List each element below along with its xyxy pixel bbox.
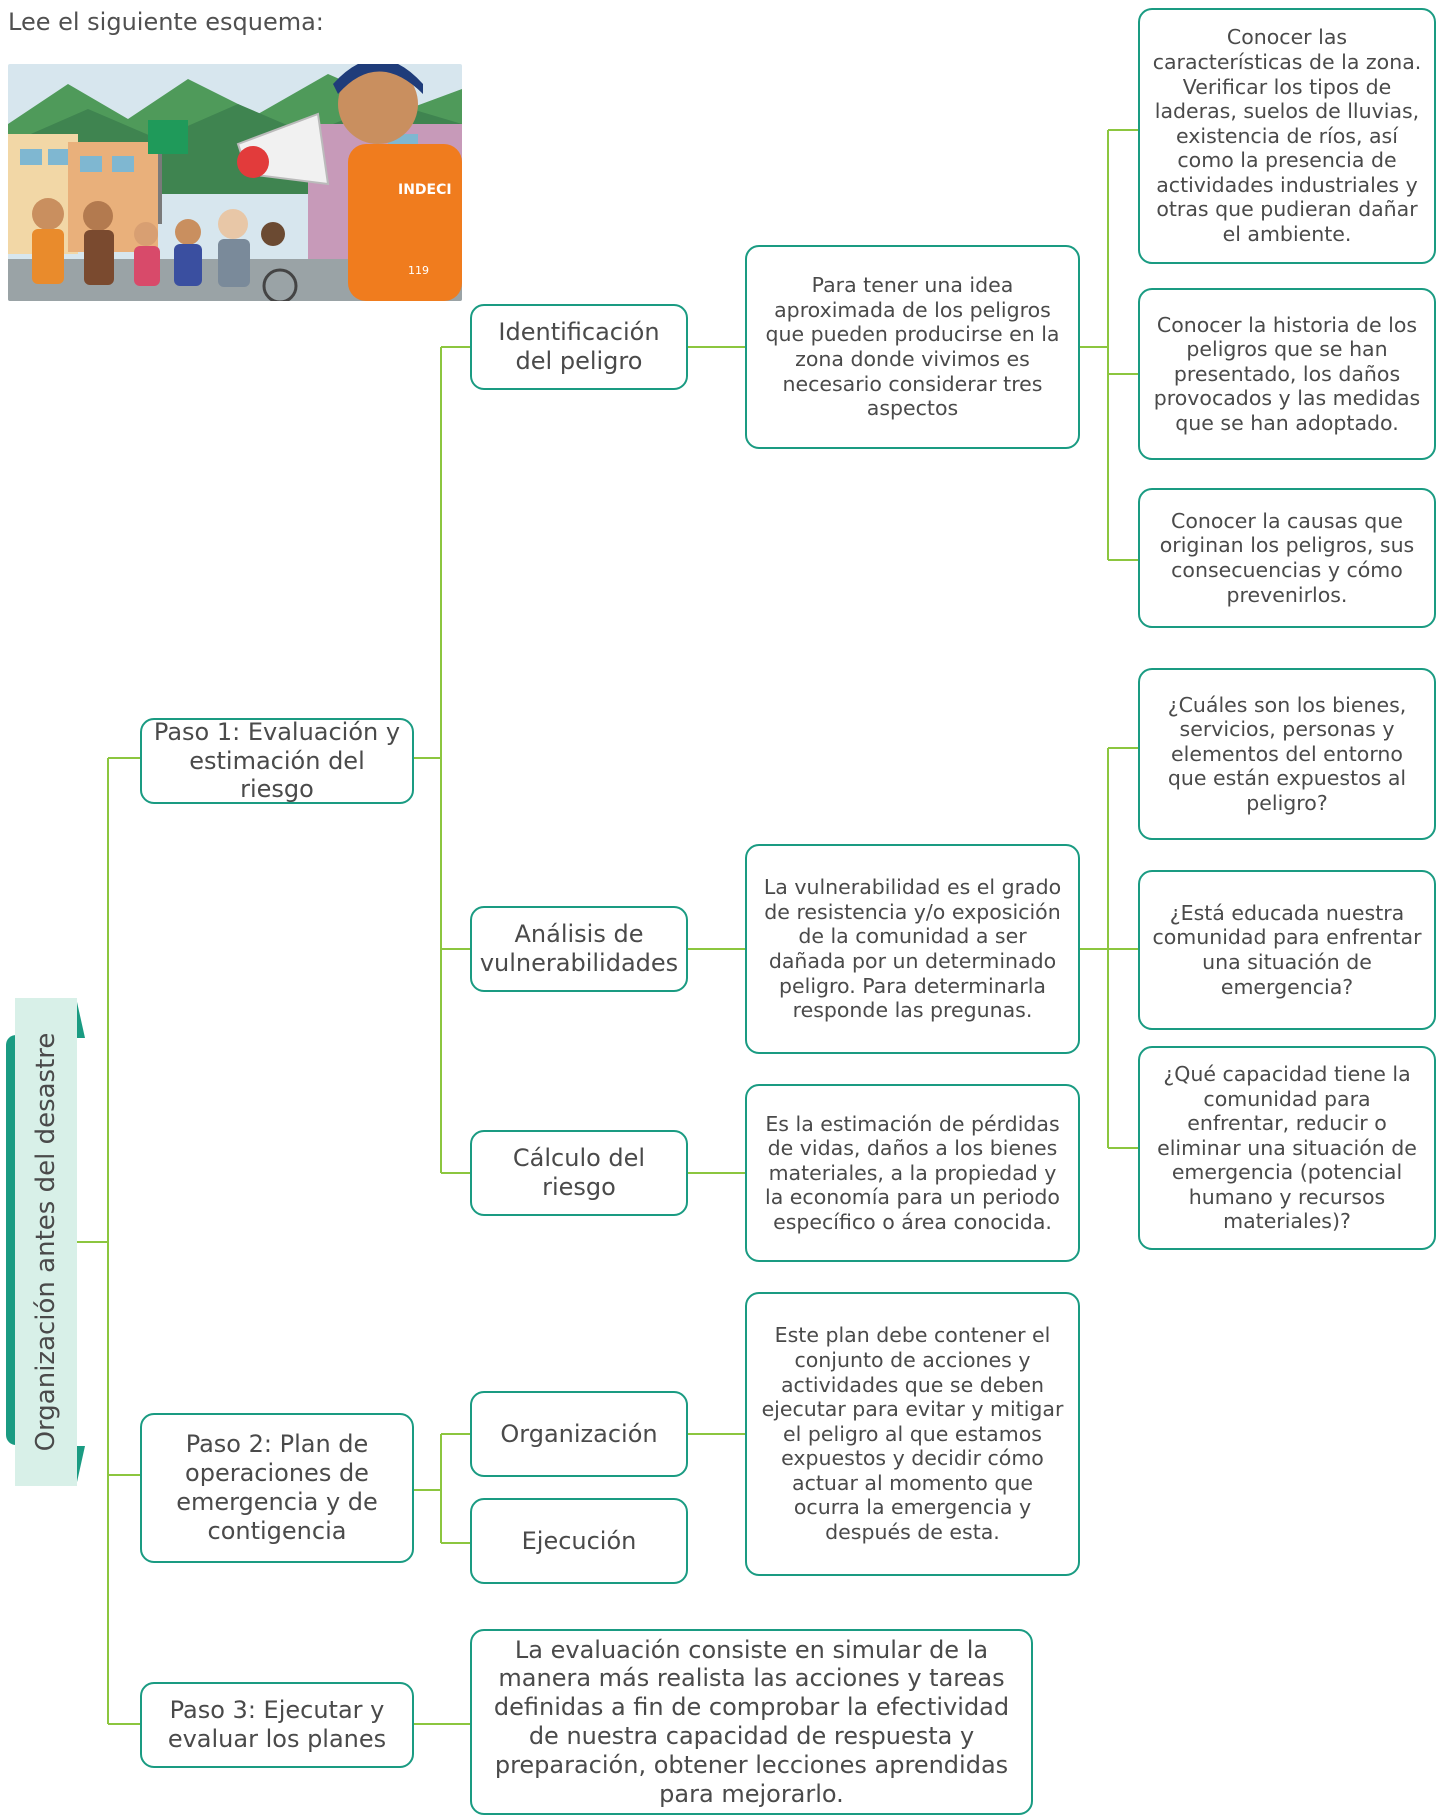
side-band-bottom-triangle [77,1446,85,1482]
root-label: Organización antes del desastre [31,1032,61,1452]
step-3-box: Paso 3: Ejecutar y evaluar los planes [140,1682,414,1768]
organizacion-box: Organización [470,1391,688,1477]
root-side-band [15,998,77,1486]
riesgo-description: Es la estimación de pérdidas de vidas, d… [745,1084,1080,1262]
question-comunidad-educada: ¿Está educada nuestra comunidad para enf… [1138,870,1436,1030]
svg-text:119: 119 [408,264,429,277]
analisis-vulnerabilidades-box: Análisis de vulnerabilidades [470,906,688,992]
identificacion-description: Para tener una idea aproximada de los pe… [745,245,1080,449]
side-band-top-triangle [77,1002,85,1038]
ejecucion-box: Ejecución [470,1498,688,1584]
question-capacidad-comunidad: ¿Qué capacidad tiene la comunidad para e… [1138,1046,1436,1250]
illustration-svg: INDECI 119 [8,64,462,301]
svg-text:INDECI: INDECI [398,182,452,198]
aspect-historia-peligros: Conocer la historia de los peligros que … [1138,288,1436,460]
identificacion-peligro-box: Identificación del peligro [470,304,688,390]
vulnerabilidades-description: La vulnerabilidad es el grado de resiste… [745,844,1080,1054]
intro-text: Lee el siguiente esquema: [8,8,324,36]
aspect-causas-peligros: Conocer la causas que originan los pelig… [1138,488,1436,628]
step-1-box: Paso 1: Evaluación y estimación del ries… [140,718,414,804]
evaluacion-description: La evaluación consiste en simular de la … [470,1629,1033,1815]
question-bienes-expuestos: ¿Cuáles son los bienes, servicios, perso… [1138,668,1436,840]
aspect-caracteristicas-zona: Conocer las características de la zona. … [1138,8,1436,264]
step-2-box: Paso 2: Plan de operaciones de emergenci… [140,1413,414,1563]
illustration-community-brigade: INDECI 119 [8,64,462,301]
calculo-riesgo-box: Cálculo del riesgo [470,1130,688,1216]
plan-description: Este plan debe contener el conjunto de a… [745,1292,1080,1576]
